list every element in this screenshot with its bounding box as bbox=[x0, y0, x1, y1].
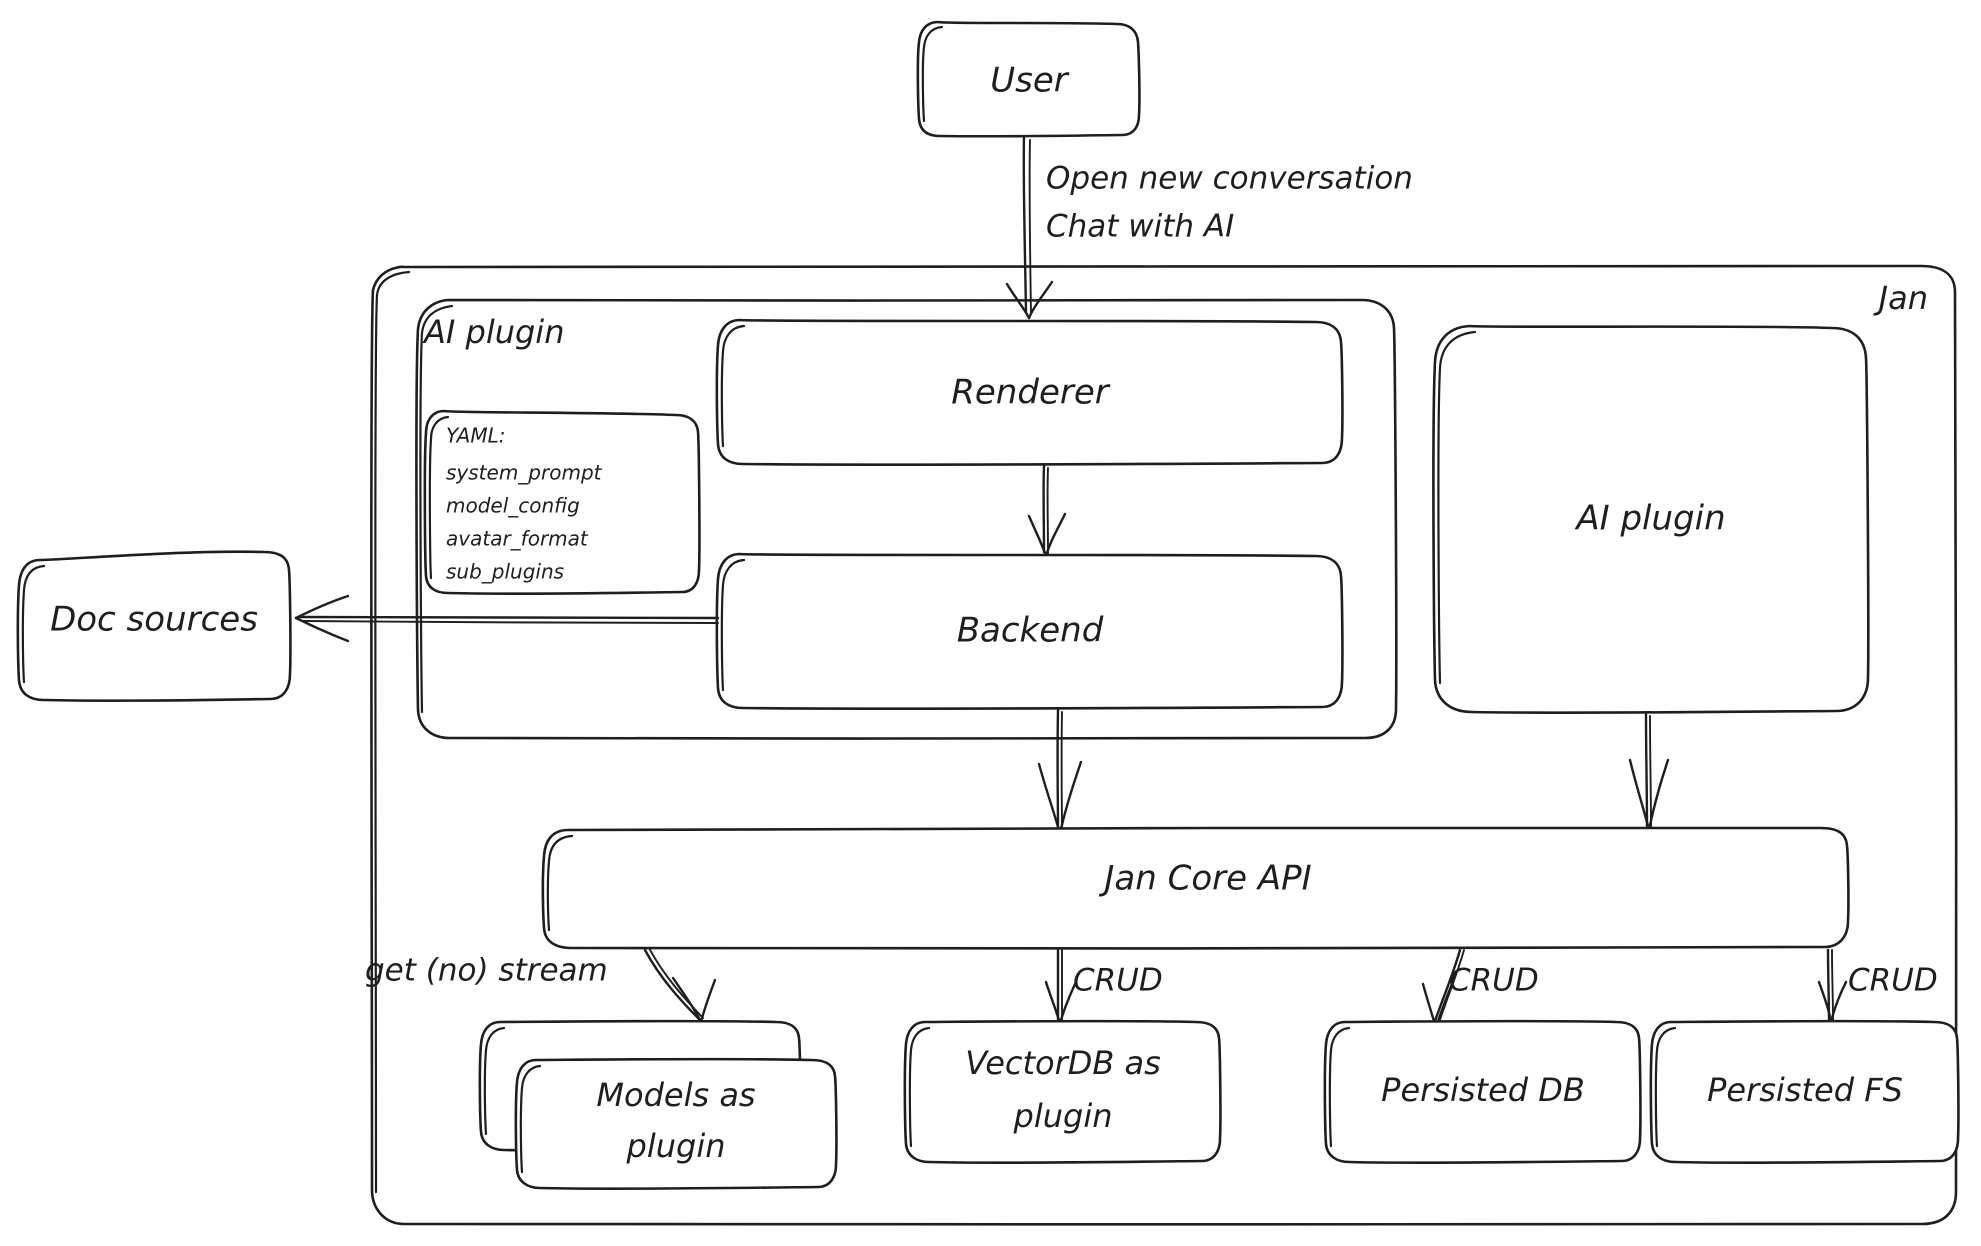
yaml-title: YAML: bbox=[446, 424, 505, 448]
edge-core-to-fs-label: CRUD bbox=[1848, 963, 1938, 999]
edge-core-to-vectordb-label: CRUD bbox=[1073, 963, 1163, 999]
vectordb-plugin-node[interactable]: VectorDB as plugin bbox=[903, 1019, 1222, 1164]
jan-container-label: Jan bbox=[1873, 279, 1928, 317]
edge-backend-to-doc-sources bbox=[294, 594, 720, 643]
yaml-line-3: sub_plugins bbox=[446, 560, 564, 584]
user-node[interactable]: User bbox=[916, 20, 1141, 138]
edge-user-to-renderer-label-line1: Open new conversation bbox=[1046, 161, 1413, 197]
ai-plugin-container-label: AI plugin bbox=[422, 313, 564, 351]
edge-core-to-fs: CRUD bbox=[1817, 948, 1938, 1024]
jan-core-api-node-label: Jan Core API bbox=[1098, 859, 1311, 899]
models-plugin-node[interactable]: Models as plugin bbox=[478, 1019, 838, 1190]
backend-node-label: Backend bbox=[957, 611, 1104, 651]
persisted-db-node[interactable]: Persisted DB bbox=[1323, 1019, 1642, 1164]
persisted-fs-node[interactable]: Persisted FS bbox=[1649, 1019, 1960, 1164]
doc-sources-node[interactable]: Doc sources bbox=[16, 550, 292, 702]
models-plugin-node-label-line1: Models as bbox=[596, 1076, 755, 1114]
vectordb-plugin-node-label-line2: plugin bbox=[1013, 1097, 1113, 1135]
yaml-line-2: avatar_format bbox=[446, 527, 589, 551]
edge-core-to-models: get (no) stream bbox=[365, 947, 717, 1024]
edge-ai-plugin-to-core bbox=[1628, 712, 1670, 832]
persisted-fs-node-label: Persisted FS bbox=[1707, 1071, 1903, 1109]
edge-core-to-db-label: CRUD bbox=[1449, 963, 1539, 999]
ai-plugin-right-node[interactable]: AI plugin bbox=[1432, 324, 1870, 714]
yaml-line-1: model_config bbox=[446, 494, 580, 518]
doc-sources-node-label: Doc sources bbox=[50, 600, 258, 640]
edge-user-to-renderer-label-line2: Chat with AI bbox=[1046, 209, 1234, 245]
edge-backend-to-core bbox=[1037, 708, 1083, 836]
edge-core-to-models-label: get (no) stream bbox=[365, 953, 608, 989]
jan-core-api-node[interactable]: Jan Core API bbox=[541, 826, 1850, 950]
persisted-db-node-label: Persisted DB bbox=[1381, 1071, 1585, 1109]
edge-user-to-renderer: Open new conversation Chat with AI bbox=[1005, 135, 1413, 320]
user-node-label: User bbox=[990, 61, 1070, 101]
backend-node[interactable]: Backend bbox=[715, 552, 1344, 710]
yaml-config-box: YAML: system_prompt model_config avatar_… bbox=[423, 409, 701, 595]
renderer-node-label: Renderer bbox=[951, 373, 1110, 413]
renderer-node[interactable]: Renderer bbox=[715, 318, 1344, 466]
yaml-line-0: system_prompt bbox=[446, 461, 603, 485]
ai-plugin-right-node-label: AI plugin bbox=[1574, 499, 1725, 539]
vectordb-plugin-node-label-line1: VectorDB as bbox=[965, 1044, 1161, 1082]
edge-renderer-to-backend bbox=[1027, 464, 1067, 558]
models-plugin-node-label-line2: plugin bbox=[626, 1127, 726, 1165]
edge-core-to-vectordb: CRUD bbox=[1044, 948, 1163, 1026]
